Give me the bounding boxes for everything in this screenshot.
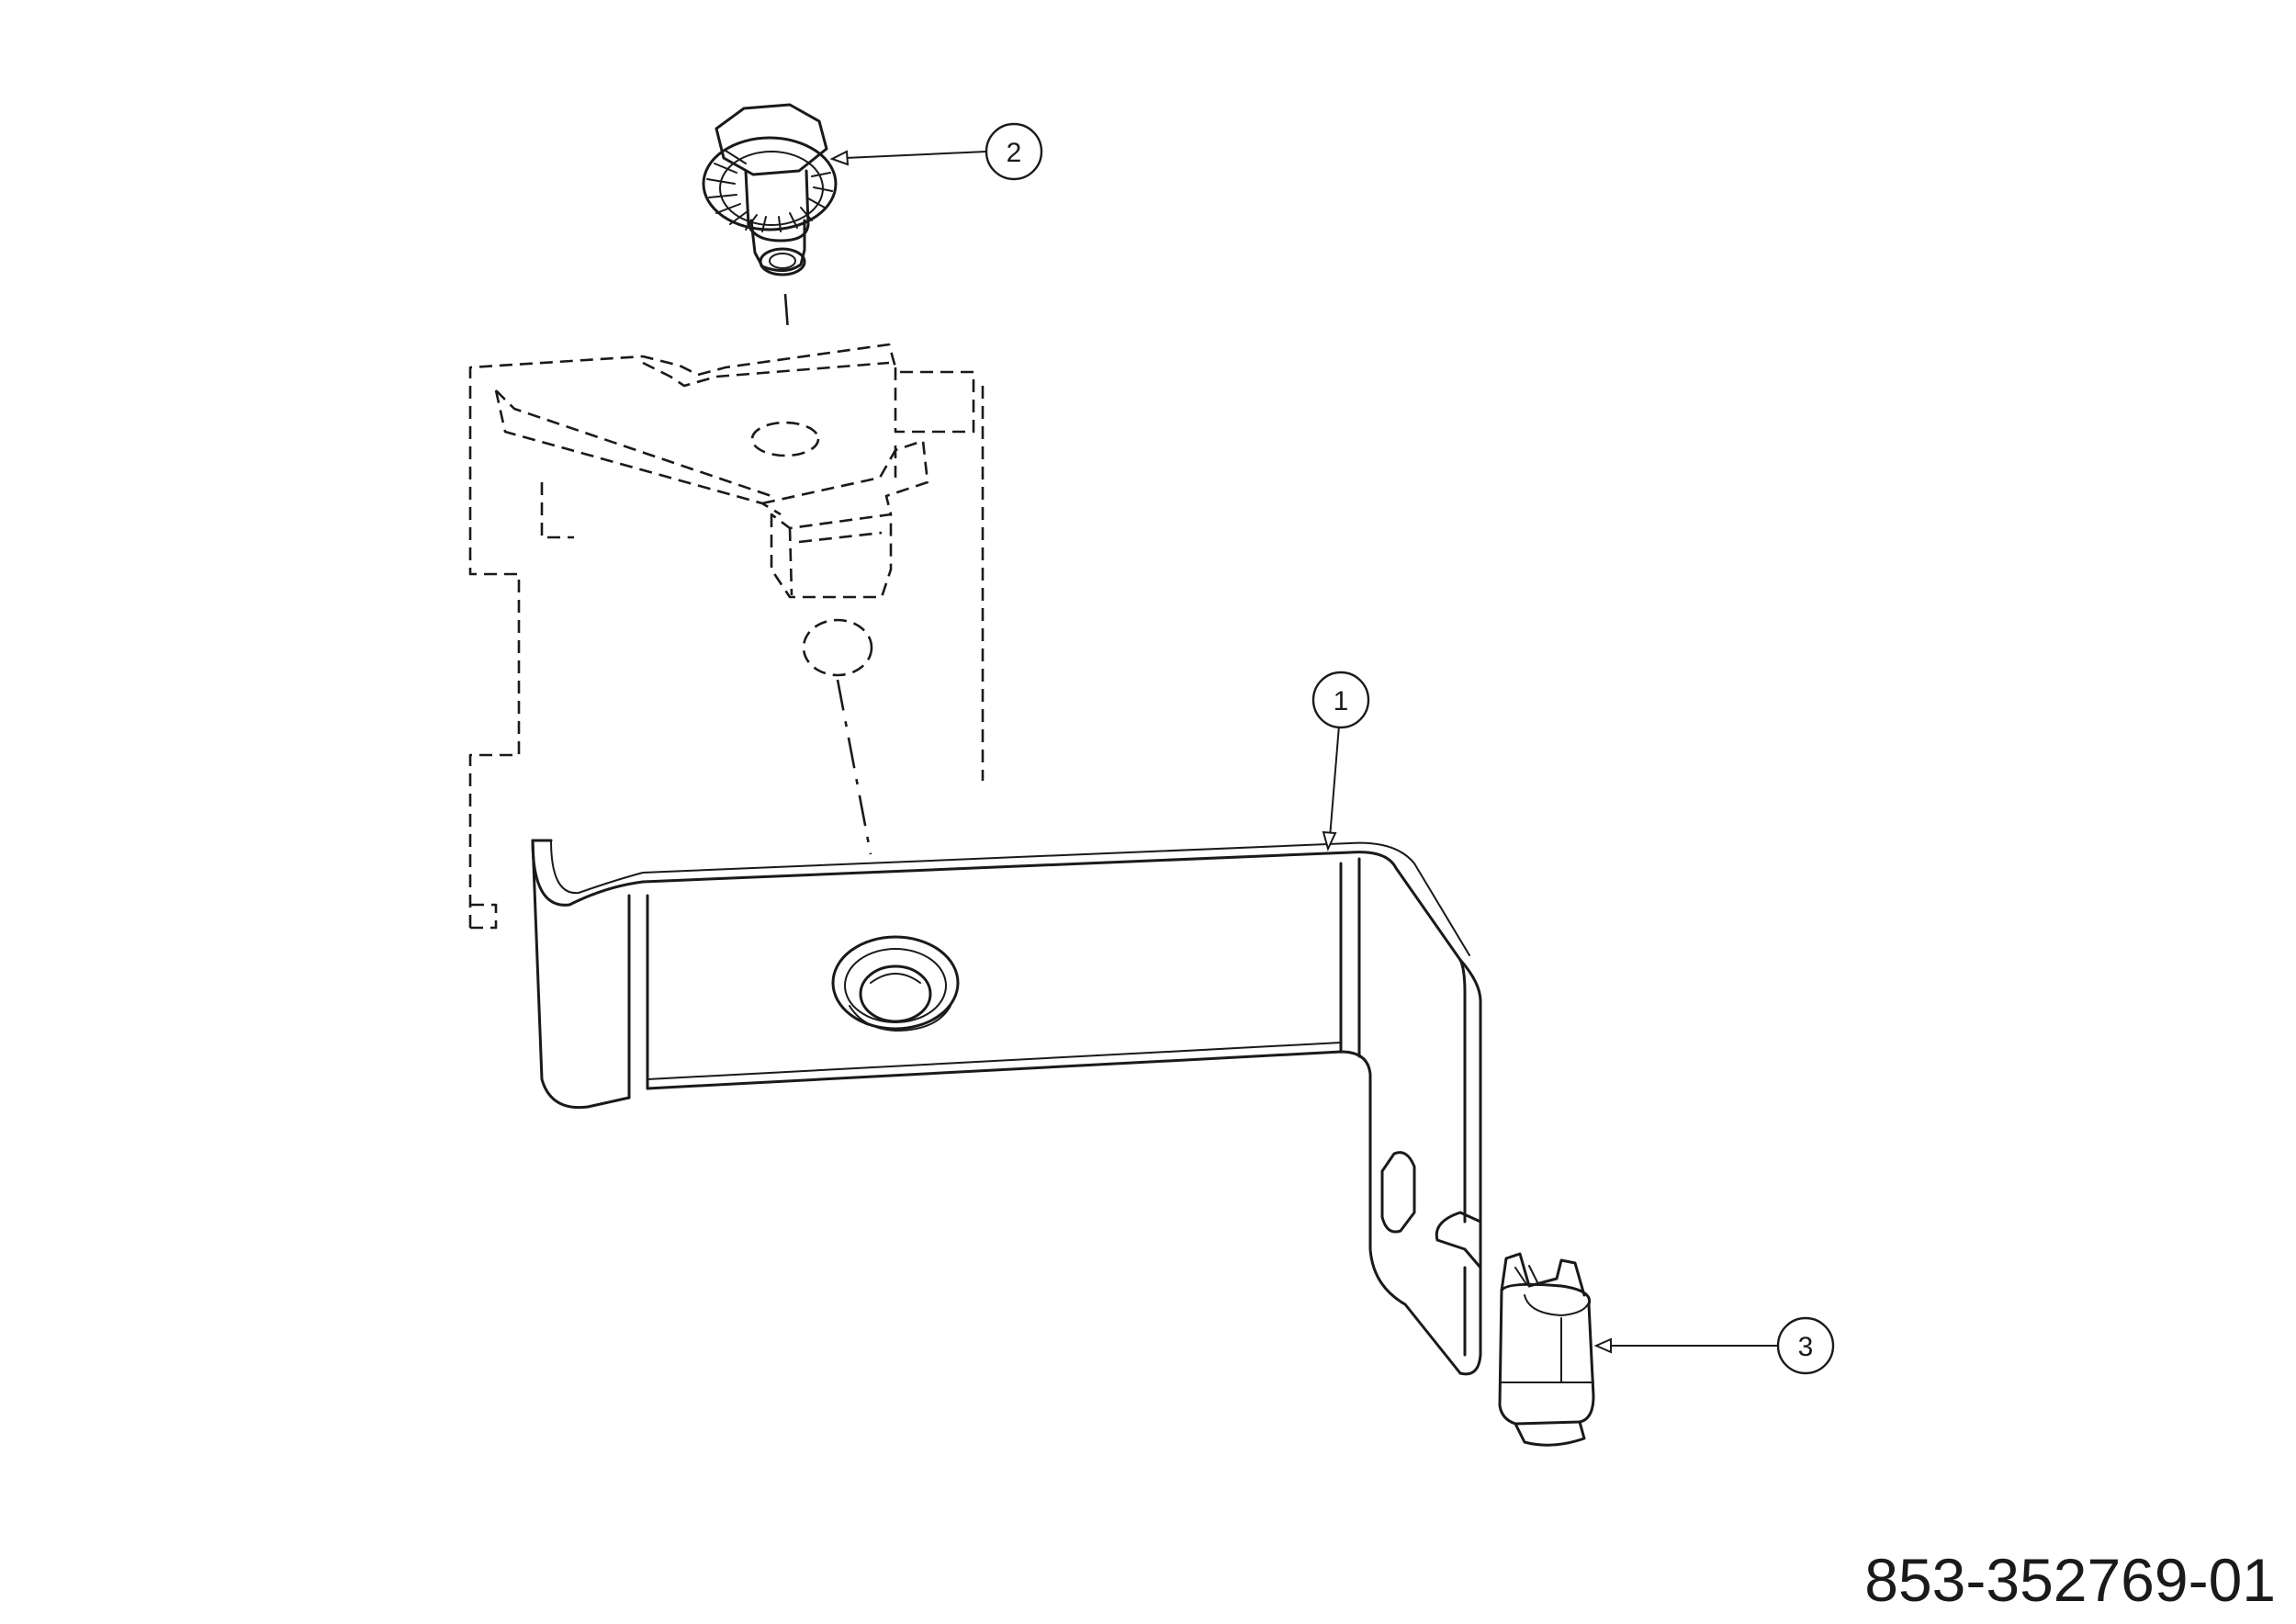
hidden-mounting-structure <box>468 343 985 930</box>
part-number-label: 853-352769-01 <box>1864 1546 2276 1614</box>
callout-1: 1 <box>1311 671 1370 851</box>
center-line-lower <box>836 679 872 855</box>
callout-2: 2 <box>829 122 1043 181</box>
callout-1-label: 1 <box>1334 686 1349 716</box>
center-line-upper <box>783 293 790 332</box>
bracket-part <box>531 839 1482 1376</box>
clip-part <box>1498 1252 1595 1447</box>
callout-3-label: 3 <box>1798 1332 1814 1362</box>
flange-screw-part <box>702 103 838 276</box>
callout-2-label: 2 <box>1007 138 1022 168</box>
callout-3: 3 <box>1593 1316 1835 1375</box>
